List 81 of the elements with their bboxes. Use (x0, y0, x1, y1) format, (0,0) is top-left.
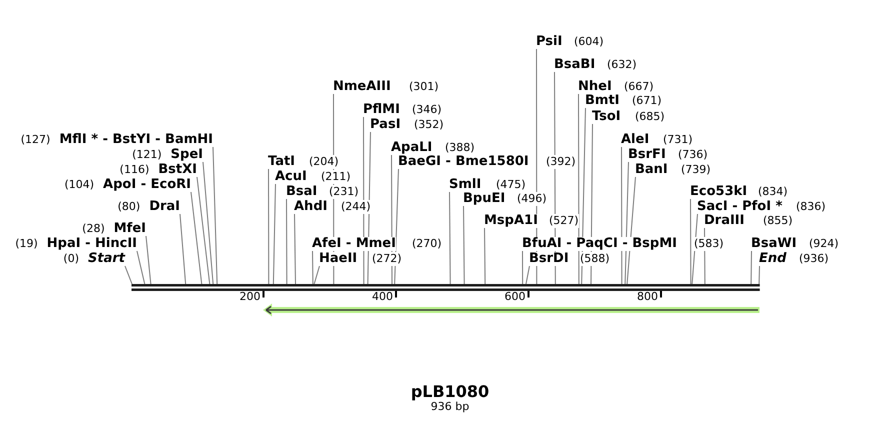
enzyme-name: BsrDI (529, 252, 569, 266)
leader-line (758, 266, 760, 284)
site-position: (272) (372, 252, 402, 266)
site-position: (301) (409, 80, 439, 94)
site-position: (475) (496, 178, 526, 192)
leader-line (180, 214, 186, 284)
leader-line (146, 236, 152, 284)
site-position: (527) (549, 214, 579, 228)
scale-label: 200 (240, 290, 260, 303)
leader-line (272, 184, 276, 284)
site-position: (671) (632, 94, 662, 108)
leader-line (522, 250, 524, 284)
site-position: (127) (20, 133, 50, 147)
site-position: (80) (118, 200, 140, 214)
site-position: (28) (82, 222, 105, 236)
leader-line (294, 214, 296, 284)
leader-line (268, 168, 270, 284)
leader-line (136, 250, 146, 284)
scale-label: 600 (504, 290, 526, 303)
leader-line (449, 192, 451, 284)
leader-line (690, 198, 692, 284)
leader-line (286, 198, 288, 284)
site-position: (496) (517, 192, 547, 206)
sequence-bar (132, 284, 760, 291)
sequence-length-caption: 936 bp (430, 400, 470, 414)
site-position: (0) (63, 252, 80, 266)
leader-line (314, 266, 320, 284)
site-position: (211) (321, 170, 351, 184)
site-position: (855) (763, 214, 793, 228)
site-position: (731) (663, 133, 693, 147)
leader-line (202, 162, 214, 284)
site-position: (352) (414, 118, 444, 132)
enzyme-name: HaeII (319, 252, 358, 266)
site-position: (244) (341, 200, 371, 214)
enzyme-name: BfuAI - PaqCI - BspMI (522, 237, 677, 251)
site-position: (116) (120, 163, 150, 177)
leader-line (312, 250, 314, 284)
enzyme-name: SpeI (170, 148, 203, 162)
enzyme-name: BpuEI (463, 192, 506, 206)
site-position: (270) (412, 237, 442, 251)
site-position: (667) (624, 80, 654, 94)
leader-line (463, 206, 465, 284)
leader-line (190, 192, 202, 284)
site-position: (346) (412, 103, 442, 117)
site-position: (632) (607, 58, 637, 72)
site-position: (924) (809, 237, 839, 251)
site-position: (19) (15, 237, 38, 251)
enzyme-name: ApaLI (391, 141, 432, 155)
leader-line (196, 176, 210, 284)
leader-line (626, 176, 636, 284)
site-position: (836) (796, 200, 826, 214)
site-position: (392) (546, 155, 576, 169)
leader-line (578, 94, 580, 284)
site-position: (588) (580, 252, 610, 266)
leader-line (621, 146, 622, 284)
leader-line (750, 250, 752, 284)
site-position: (685) (635, 110, 665, 124)
leader-line (212, 146, 218, 284)
enzyme-name: AfeI - MmeI (312, 237, 396, 251)
site-position: (388) (445, 141, 475, 155)
enzyme-name: ApoI - EcoRI (103, 178, 191, 192)
leader-line (394, 168, 399, 284)
site-position: (736) (678, 148, 708, 162)
leader-line (526, 266, 530, 284)
map-title: pLB1080 (410, 382, 490, 401)
site-position: (121) (132, 148, 162, 162)
site-position: (104) (64, 178, 94, 192)
enzyme-name: MspA1I (484, 214, 538, 228)
site-position: (936) (799, 252, 829, 266)
leader-line (624, 162, 629, 284)
site-position: (204) (309, 155, 339, 169)
site-position: (834) (758, 185, 788, 199)
scale-label: 800 (637, 290, 658, 303)
site-position: (739) (681, 163, 711, 177)
scale-label: 400 (372, 290, 393, 303)
site-position: (604) (574, 35, 604, 49)
site-position: (583) (694, 237, 724, 251)
site-position: (231) (329, 185, 359, 199)
leader-line (484, 228, 486, 284)
enzyme-name: HpaI - HincII (46, 237, 137, 251)
leader-line (124, 266, 132, 284)
